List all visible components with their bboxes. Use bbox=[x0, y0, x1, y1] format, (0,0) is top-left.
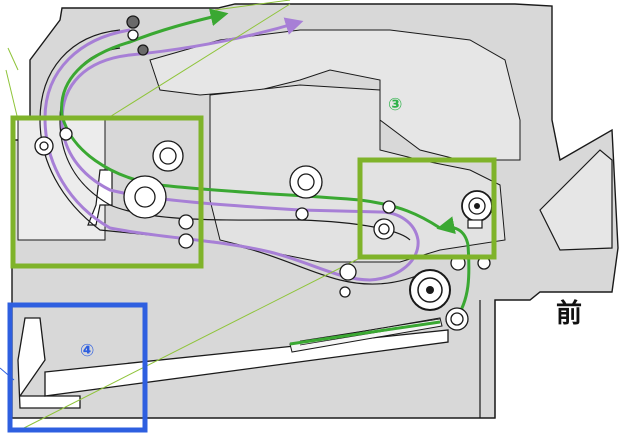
zone-box-duplex bbox=[10, 115, 204, 269]
output-tray-right bbox=[539, 149, 613, 251]
paper-guide-outer bbox=[39, 29, 431, 285]
roller-icon bbox=[34, 15, 491, 331]
gear-roller-icon bbox=[409, 190, 493, 311]
paper-path-purple bbox=[43, 17, 420, 282]
zone-box-4 bbox=[7, 302, 148, 433]
paper-cassette bbox=[17, 317, 81, 409]
zone-box-3 bbox=[357, 157, 497, 260]
paper-path-green-feed bbox=[289, 320, 441, 346]
zone-3-label: ③ bbox=[388, 95, 402, 115]
paper-path-green bbox=[436, 216, 471, 321]
front-label: 前 bbox=[556, 298, 582, 329]
zone-4-label: ④ bbox=[80, 341, 94, 361]
duplex-guide bbox=[87, 169, 113, 226]
